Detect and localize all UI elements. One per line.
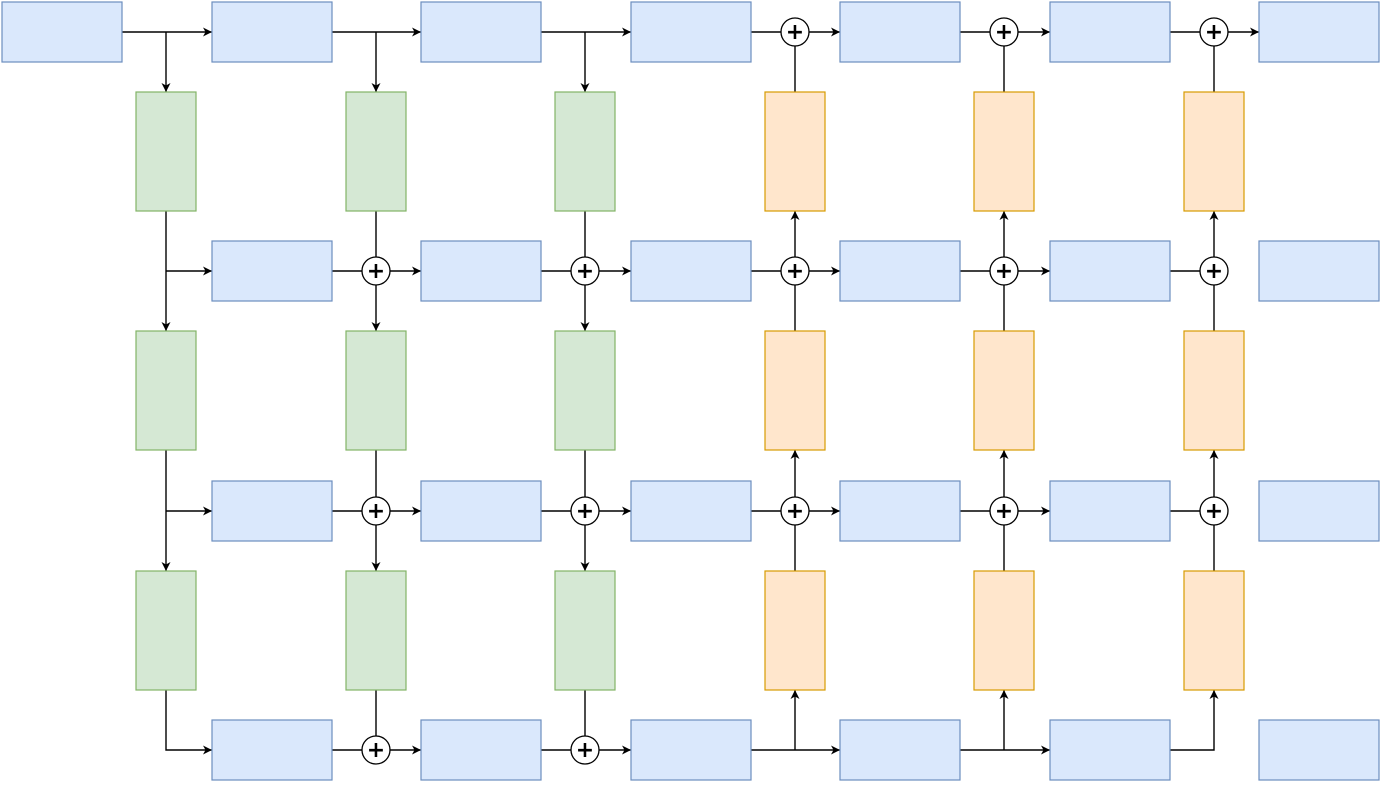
row-2-block-1 — [211, 480, 333, 542]
green-block-col1-band3 — [135, 570, 197, 691]
sum-junction-top-col5: + — [989, 17, 1019, 47]
top-row-block-1 — [1, 1, 123, 63]
connector-layer — [122, 27, 1259, 755]
green-block-col3-band1 — [554, 91, 616, 212]
row-3-block-6 — [1258, 719, 1380, 781]
row-3-block-2 — [420, 719, 542, 781]
sum-junction-row3-col2: + — [361, 735, 391, 765]
row-2-block-4 — [839, 480, 961, 542]
row-2-block-5 — [1049, 480, 1171, 542]
orange-block-col6-band2 — [1183, 330, 1245, 451]
row-2-block-2 — [420, 480, 542, 542]
orange-block-col5-band2 — [973, 330, 1035, 451]
row-3-block-5 — [1049, 719, 1171, 781]
plus-symbol: + — [1205, 20, 1223, 45]
sum-junction-row3-col3: + — [570, 735, 600, 765]
orange-block-col5-band3 — [973, 570, 1035, 691]
row-1-block-4 — [839, 240, 961, 302]
plus-symbol: + — [576, 499, 594, 524]
sum-junction-row2-col3: + — [570, 496, 600, 526]
green-block-col2-band2 — [345, 330, 407, 451]
row-1-block-2 — [420, 240, 542, 302]
green-block-col1-band2 — [135, 330, 197, 451]
top-row-block-7 — [1258, 1, 1380, 63]
green-block-col1-band1 — [135, 91, 197, 212]
row-3-block-1 — [211, 719, 333, 781]
plus-symbol: + — [786, 259, 804, 284]
top-row-block-4 — [630, 1, 752, 63]
plus-symbol: + — [1205, 259, 1223, 284]
orange-block-col5-band1 — [973, 91, 1035, 212]
plus-symbol: + — [786, 20, 804, 45]
orange-block-col4-band2 — [764, 330, 826, 451]
row-1-block-6 — [1258, 240, 1380, 302]
plus-symbol: + — [995, 499, 1013, 524]
sum-junction-top-col6: + — [1199, 17, 1229, 47]
row-3-block-4 — [839, 719, 961, 781]
row-3-block-3 — [630, 719, 752, 781]
sum-junction-top-col4: + — [780, 17, 810, 47]
top-row-block-6 — [1049, 1, 1171, 63]
sum-junction-row2-col5: + — [989, 496, 1019, 526]
plus-symbol: + — [576, 738, 594, 763]
row-2-block-6 — [1258, 480, 1380, 542]
row-2-block-3 — [630, 480, 752, 542]
top-row-block-2 — [211, 1, 333, 63]
sum-junction-row1-col2: + — [361, 256, 391, 286]
sum-junction-row1-col6: + — [1199, 256, 1229, 286]
green-block-col2-band3 — [345, 570, 407, 691]
green-block-col2-band1 — [345, 91, 407, 212]
bottom-last-elbow — [1170, 690, 1219, 751]
sum-junction-row1-col3: + — [570, 256, 600, 286]
row-1-block-3 — [630, 240, 752, 302]
plus-symbol: + — [995, 20, 1013, 45]
plus-symbol: + — [367, 738, 385, 763]
plus-symbol: + — [367, 499, 385, 524]
plus-symbol: + — [1205, 499, 1223, 524]
orange-block-col6-band3 — [1183, 570, 1245, 691]
orange-block-col6-band1 — [1183, 91, 1245, 212]
sum-junction-row2-col6: + — [1199, 496, 1229, 526]
orange-block-col4-band1 — [764, 91, 826, 212]
orange-block-col4-band3 — [764, 570, 826, 691]
top-row-block-5 — [839, 1, 961, 63]
sum-junction-row2-col4: + — [780, 496, 810, 526]
plus-symbol: + — [786, 499, 804, 524]
sum-junction-row1-col4: + — [780, 256, 810, 286]
plus-symbol: + — [367, 259, 385, 284]
row-1-block-1 — [211, 240, 333, 302]
sum-junction-row1-col5: + — [989, 256, 1019, 286]
green-block-col3-band2 — [554, 330, 616, 451]
row-1-block-5 — [1049, 240, 1171, 302]
plus-symbol: + — [995, 259, 1013, 284]
green-block-col3-band3 — [554, 570, 616, 691]
plus-symbol: + — [576, 259, 594, 284]
sum-junction-row2-col2: + — [361, 496, 391, 526]
col1-bottom-elbow — [165, 690, 212, 755]
top-row-block-3 — [420, 1, 542, 63]
